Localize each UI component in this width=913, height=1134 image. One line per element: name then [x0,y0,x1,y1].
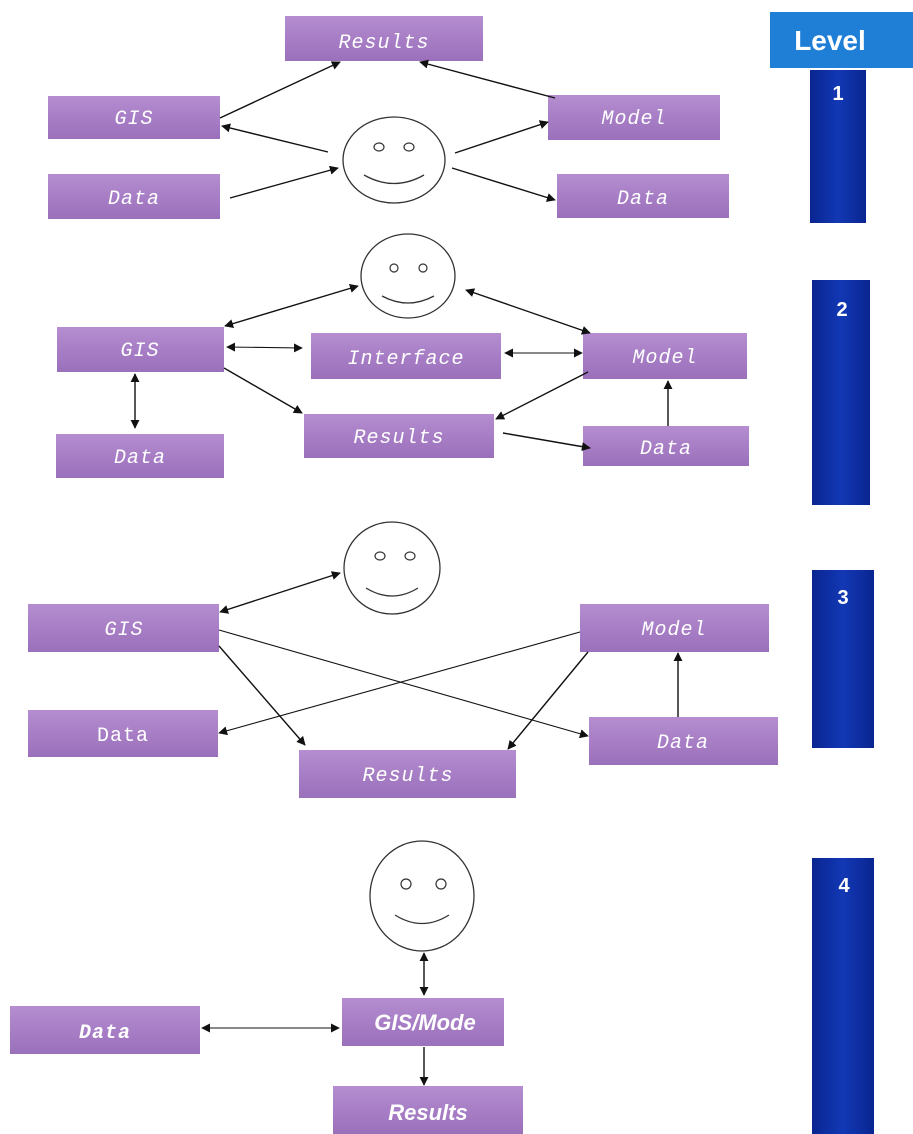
l3-user-face-icon [343,521,441,615]
l2-user-face-icon [360,233,456,319]
l2-data-gis-label: Data [114,447,166,470]
level-1-diagram: Results GIS Model Data Data [48,16,729,219]
level-number-1: 1 [832,83,843,105]
l1-data-in-box [48,174,220,219]
l3-arrow-model-data-left [218,631,581,736]
l3-results-box [299,750,516,798]
l2-gis-box [57,327,224,372]
l1-arrow-user-model [454,120,549,154]
l2-arrow-user-model [465,288,591,335]
l1-arrow-user-data [451,167,556,202]
l1-arrow-data-user [229,165,339,199]
l1-arrow-model-results [419,59,556,99]
l1-model-label: Model [601,108,666,131]
l1-results-box [285,16,483,61]
l2-model-box [583,333,747,379]
l1-gis-box [48,96,220,139]
l4-gis-model-label: GIS/Mode [374,1010,475,1035]
level-bar-1: 1 [810,70,866,223]
l3-data-right-label: Data [657,732,709,755]
level-header-bg [770,12,913,68]
level-bar-4: 4 [812,858,874,1134]
level-bar-1-fill [810,70,866,223]
level-header-label: Level [794,25,866,56]
l3-arrow-gis-data-right [218,629,589,739]
l4-data-label: Data [79,1022,131,1045]
l2-data-model-box [583,426,749,466]
l1-results-label: Results [338,32,429,55]
l2-gis-label: GIS [120,340,159,363]
l2-arrow-gis-results [223,367,303,414]
l2-arrow-gis-user [224,284,359,328]
level-4-diagram: Data GIS/Mode Results [10,840,523,1134]
l2-data-model-label: Data [640,438,692,461]
l2-model-label: Model [632,347,697,370]
l1-data-in-label: Data [108,188,160,211]
l4-gis-model-box [342,998,504,1046]
l3-data-left-label: Data [97,725,149,748]
l1-data-out-label: Data [617,188,669,211]
l3-arrow-gis-results [218,645,306,746]
l1-arrow-user-gis [221,123,329,153]
l2-arrow-results-data [502,432,591,452]
l1-arrow-gis-results [219,61,341,119]
level-bar-4-fill [812,858,874,1134]
l4-data-box [10,1006,200,1054]
l2-arrow-model-results [495,371,589,420]
l3-data-right-box [589,717,778,765]
level-number-4: 4 [838,875,850,897]
l3-results-label: Results [362,765,453,788]
l4-results-label: Results [388,1100,467,1125]
l3-arrow-gis-user [219,571,341,614]
level-bar-2: 2 [812,280,870,505]
level-number-2: 2 [836,299,847,321]
l1-user-face-icon [342,116,446,204]
level-number-3: 3 [837,587,848,609]
l4-results-box [333,1086,523,1134]
l2-arrow-gis-interface [226,342,303,353]
l1-model-box [548,95,720,140]
level-header: Level [770,12,913,68]
l2-results-label: Results [353,427,444,450]
level-2-diagram: GIS Interface Model Data Results Data [56,233,749,478]
level-bar-2-fill [812,280,870,505]
l3-gis-box [28,604,219,652]
l2-data-gis-box [56,434,224,478]
level-3-diagram: GIS Model Data Results Data [28,521,778,798]
l1-gis-label: GIS [114,108,153,131]
l3-data-left-box [28,710,218,757]
l3-gis-label: GIS [104,619,143,642]
l4-user-face-icon [369,840,475,952]
l3-model-box [580,604,769,652]
l2-interface-box [311,333,501,379]
level-bar-3-fill [812,570,874,748]
l3-model-label: Model [641,619,706,642]
l1-data-out-box [557,174,729,218]
l2-results-box [304,414,494,458]
level-bar-3: 3 [812,570,874,748]
l2-interface-label: Interface [347,348,464,371]
l3-arrow-model-results [507,651,589,750]
